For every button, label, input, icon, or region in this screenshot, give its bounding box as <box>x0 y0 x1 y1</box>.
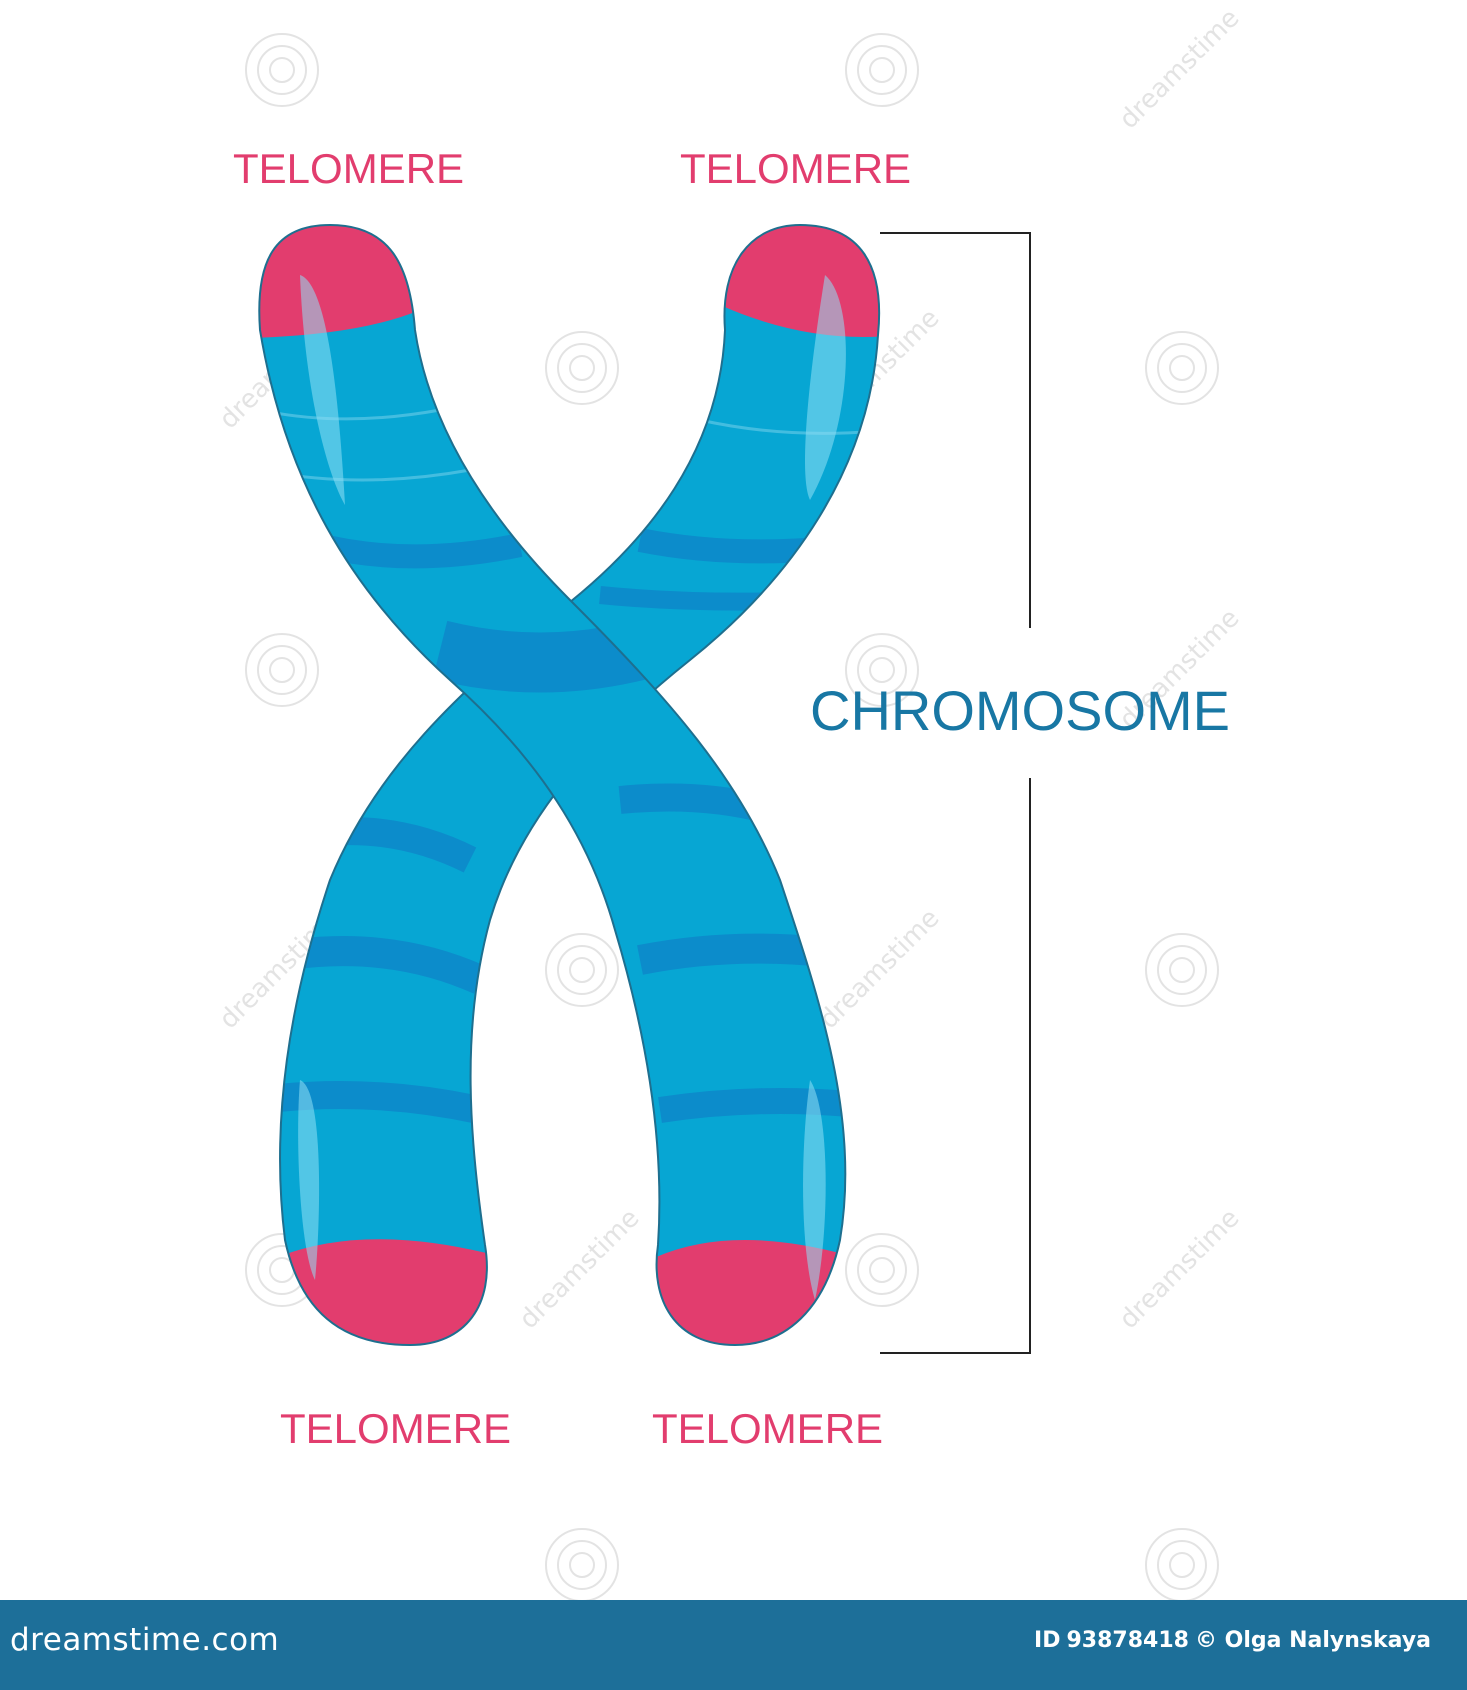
footer-id-label: ID <box>1034 1628 1061 1653</box>
band <box>280 1081 504 1129</box>
band <box>658 1088 846 1123</box>
highlight <box>803 1080 826 1300</box>
chromosome-bracket <box>880 232 1031 1354</box>
watermark-text: dreamstime <box>1114 1203 1246 1335</box>
footer-logo: dreamstime.com <box>10 1622 280 1658</box>
watermark-text: dreamstime <box>1114 3 1246 135</box>
telomere-label-bottom-left: TELOMERE <box>280 1405 511 1452</box>
band <box>432 620 648 693</box>
telomere-cap <box>280 1239 520 1345</box>
band <box>599 586 821 611</box>
highlight <box>300 275 345 505</box>
highlight <box>298 1080 320 1280</box>
watermark-text: dreamstime <box>814 903 946 1035</box>
chromatid-left-arm <box>258 223 847 1347</box>
watermark-swirl-icon <box>245 33 1219 1602</box>
band <box>637 933 846 975</box>
band <box>637 528 862 564</box>
chromosome-label: CHROMOSOME <box>810 679 1230 742</box>
telomere-cap <box>640 1240 846 1345</box>
highlight <box>805 275 846 500</box>
footer-author: © Olga Nalynskaya <box>1194 1628 1431 1653</box>
telomere-label-top-right: TELOMERE <box>680 145 911 192</box>
telomere-label-top-left: TELOMERE <box>233 145 464 192</box>
watermark-text: dreamstime <box>514 1203 646 1335</box>
footer-id-value: 93878418 <box>1066 1628 1189 1653</box>
chromatid-right-arm <box>279 223 881 1347</box>
telomere-label-bottom-right: TELOMERE <box>652 1405 883 1452</box>
